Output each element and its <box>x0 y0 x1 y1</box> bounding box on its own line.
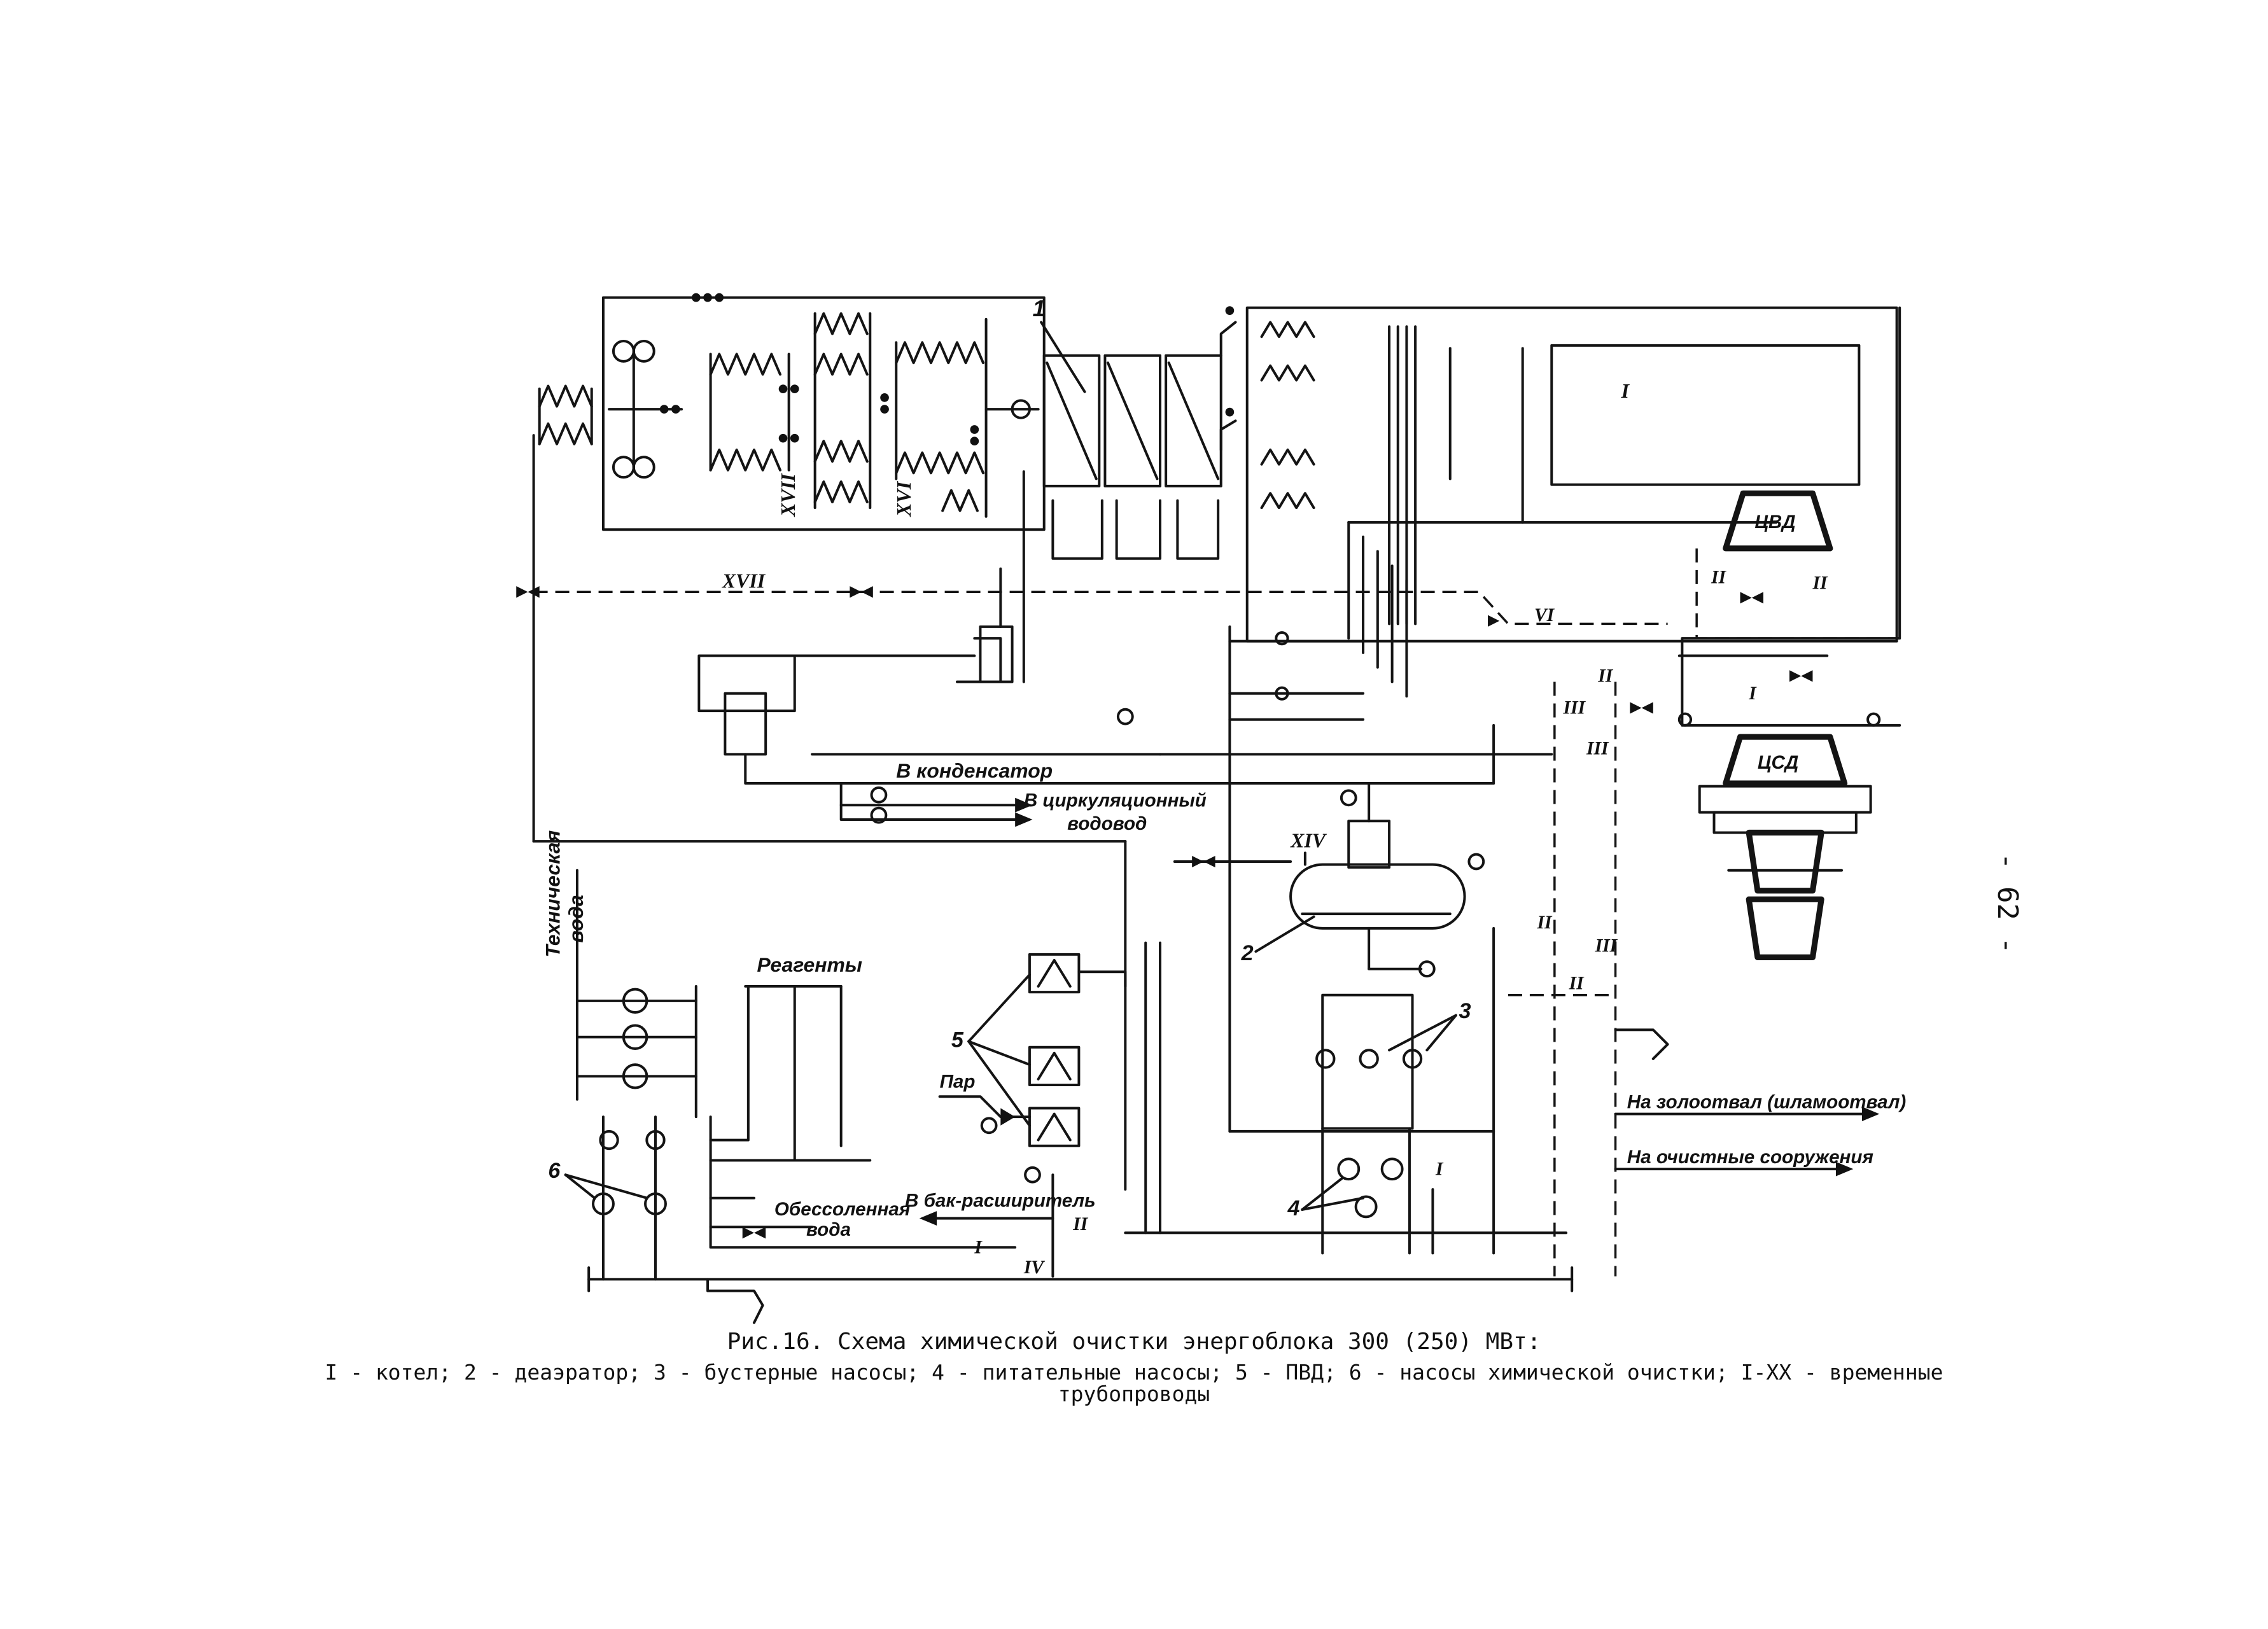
circulating-label-2: водовод <box>1067 813 1147 834</box>
mark-III-a: III <box>1563 698 1586 718</box>
circulating-label-1: В циркуляционный <box>1024 790 1207 811</box>
condenser-label: В конденсатор <box>896 759 1053 782</box>
mark-II-exp: II <box>1072 1214 1089 1234</box>
expansion-tank-label: В бак-расширитель <box>905 1190 1096 1211</box>
mark-XIV: XIV <box>1290 829 1327 851</box>
demineralized-label-2: вода <box>806 1219 851 1240</box>
mark-I-right: I <box>1748 683 1757 704</box>
callout-2: 2 <box>1241 941 1254 965</box>
hp-heaters: 5 Пар <box>940 943 1566 1233</box>
condenser-lines: В конденсатор В циркуляционный водовод <box>841 759 1207 834</box>
callout-6: 6 <box>548 1159 561 1183</box>
legend-line-2: трубопроводы <box>1058 1381 1210 1406</box>
hp-cylinder-label: ЦВД <box>1754 512 1795 533</box>
figure-caption-legend: I - котел; 2 - деаэратор; 3 - бустерные … <box>0 1362 2268 1405</box>
mark-II-a: II <box>1711 568 1727 588</box>
figure-caption-title: Рис.16. Схема химической очистки энергоб… <box>727 1329 1541 1355</box>
dashed-line-XVII <box>534 592 1668 624</box>
separator-block <box>699 472 1160 783</box>
mark-XVII-b: XVII <box>722 570 766 592</box>
ip-cylinder-label: ЦСД <box>1758 752 1798 773</box>
external-coil <box>540 386 592 444</box>
treatment-label: На очистные сооружения <box>1627 1147 1873 1168</box>
boiler-block: XVII XVI <box>540 293 1044 529</box>
reagents-label: Реагенты <box>757 953 863 976</box>
mark-I-top: I <box>1621 380 1630 402</box>
callout-5: 5 <box>951 1028 964 1052</box>
callout-4: 4 <box>1287 1196 1300 1220</box>
demineralized-label-1: Обессоленная <box>774 1199 910 1220</box>
mark-XVII: XVII <box>777 473 799 517</box>
mark-IV: IV <box>1023 1257 1046 1278</box>
boiler-coils-3 <box>896 319 986 517</box>
cleaning-pumps-area: Техническая вода Реагенты 6 Обессоленная… <box>542 830 1572 1323</box>
superheater-panels: 1 <box>1032 295 1235 559</box>
boiler-coils-2 <box>815 314 871 508</box>
deaerator: XIV 2 <box>1175 783 1483 976</box>
collector-bundle <box>1118 522 1494 1131</box>
mark-I-pump: I <box>1435 1159 1444 1179</box>
mark-VI: VI <box>1534 605 1555 626</box>
steam-label: Пар <box>940 1072 976 1093</box>
mark-II-b: II <box>1812 573 1828 594</box>
valve-markers <box>516 586 1879 1239</box>
technical-water-label-2: вода <box>564 895 587 942</box>
legend-line-1: I - котел; 2 - деаэратор; 3 - бустерные … <box>325 1360 1943 1385</box>
mark-I-bottom: I <box>974 1237 983 1257</box>
callout-1: 1 <box>1032 295 1045 321</box>
mark-II-e: II <box>1569 974 1585 994</box>
mark-III-b: III <box>1586 738 1609 759</box>
pumps-group: 3 4 <box>1229 995 1494 1254</box>
ash-dump-label: На золоотвал (шламоотвал) <box>1627 1091 1906 1112</box>
boiler-coils-1 <box>711 354 789 470</box>
expansion-tank-line: В бак-расширитель II <box>905 1175 1096 1276</box>
technical-water-label-1: Техническая <box>542 830 564 958</box>
turbine-ip-block: I ЦСД <box>1679 308 1900 961</box>
callout-3: 3 <box>1459 999 1471 1023</box>
page-number: - 62 - <box>1991 853 2024 954</box>
mark-II-c: II <box>1597 666 1614 686</box>
mark-II-d: II <box>1536 912 1553 933</box>
mark-III-c: III <box>1595 935 1618 956</box>
mark-XVI: XVI <box>893 480 915 517</box>
drain-lines: III II III II III II VI На золоотвал (шл… <box>1494 605 1906 1276</box>
